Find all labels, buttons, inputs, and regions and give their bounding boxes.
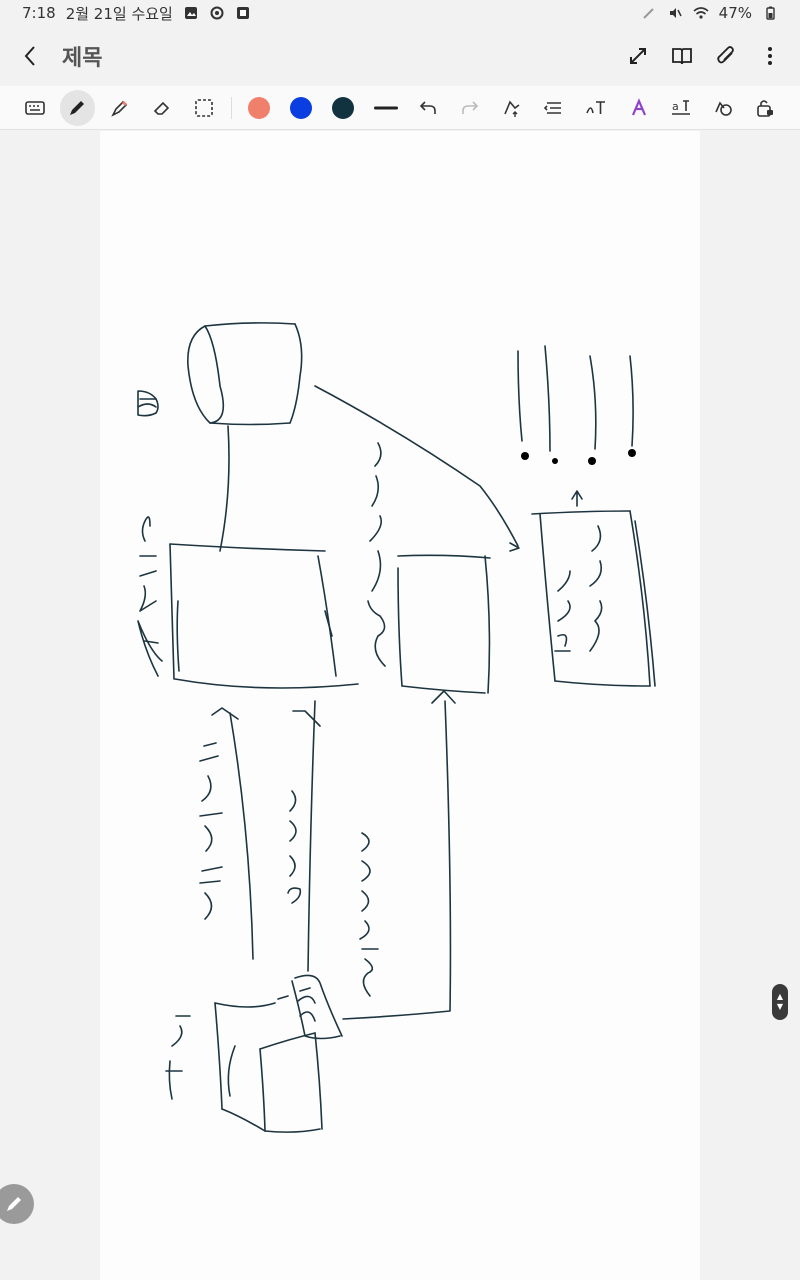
color-dot-coral bbox=[248, 96, 271, 119]
robot bbox=[277, 974, 343, 1040]
ai-pen-icon[interactable] bbox=[617, 90, 659, 126]
screenshot-icon bbox=[235, 5, 251, 21]
shape-pen-icon[interactable] bbox=[491, 90, 533, 126]
db-label bbox=[137, 390, 159, 417]
floating-pen-button[interactable] bbox=[0, 1184, 34, 1224]
color-dot-blue bbox=[290, 96, 313, 119]
korean-note-label bbox=[199, 742, 223, 920]
events-line bbox=[307, 700, 316, 972]
handwritten-diagram[interactable] bbox=[100, 131, 700, 1280]
status-right: 47% bbox=[641, 4, 778, 22]
keyboard-icon[interactable] bbox=[14, 90, 56, 126]
status-date: 2월 21일 수요일 bbox=[65, 4, 173, 23]
toolbar-divider bbox=[231, 96, 233, 119]
stroke-width-icon[interactable] bbox=[365, 90, 407, 126]
lock-icon[interactable] bbox=[744, 90, 786, 126]
db-to-analysis-arrow bbox=[314, 385, 519, 547]
streaming-server-box bbox=[397, 554, 491, 694]
shapes-icon[interactable] bbox=[702, 90, 744, 126]
device-cube bbox=[214, 1002, 323, 1133]
title-actions bbox=[626, 44, 782, 68]
stream-arrowhead bbox=[431, 690, 456, 704]
undo-icon[interactable] bbox=[407, 90, 449, 126]
text-align-icon[interactable] bbox=[533, 90, 575, 126]
db-api-line bbox=[219, 425, 230, 552]
attach-icon[interactable] bbox=[714, 44, 738, 68]
db-to-analysis-arrowhead bbox=[509, 542, 520, 552]
events-label bbox=[287, 790, 302, 904]
handwriting-text-icon[interactable] bbox=[575, 90, 617, 126]
color-dot-dark-teal bbox=[332, 96, 355, 119]
api-server-box bbox=[169, 543, 359, 689]
pen-icon bbox=[641, 5, 657, 21]
pen-tool-icon[interactable] bbox=[60, 89, 95, 126]
streaming-server-label bbox=[367, 442, 386, 667]
status-bar: 7:18 2월 21일 수요일 47% bbox=[0, 0, 800, 26]
output-lines bbox=[517, 345, 636, 465]
battery-level: 47% bbox=[718, 4, 752, 22]
redo-icon[interactable] bbox=[449, 90, 491, 126]
note-title[interactable]: 제목 bbox=[62, 46, 103, 71]
bee-analysis-box bbox=[531, 510, 656, 687]
lasso-select-icon[interactable] bbox=[183, 90, 225, 126]
analysis-up-arrow bbox=[571, 490, 583, 507]
eraser-icon[interactable] bbox=[141, 90, 183, 126]
stream-label bbox=[359, 832, 379, 997]
data-up-arrow bbox=[229, 712, 254, 960]
text-size-icon[interactable]: a bbox=[660, 90, 702, 126]
color-swatch-dark-teal[interactable] bbox=[322, 90, 364, 126]
book-view-icon[interactable] bbox=[670, 44, 694, 68]
svg-text:a: a bbox=[672, 100, 679, 113]
more-icon[interactable] bbox=[758, 44, 782, 68]
data-up-arrowhead bbox=[211, 707, 239, 720]
gallery-icon bbox=[183, 5, 199, 21]
db-cylinder bbox=[187, 322, 303, 426]
sync-icon bbox=[209, 5, 225, 21]
battery-icon bbox=[762, 5, 778, 21]
color-swatch-coral[interactable] bbox=[238, 90, 280, 126]
device-label bbox=[165, 1015, 191, 1100]
scroll-down-icon: ▼ bbox=[776, 1002, 784, 1011]
wifi-icon bbox=[693, 5, 709, 21]
api-server-label bbox=[137, 516, 163, 677]
note-page[interactable] bbox=[100, 131, 700, 1280]
events-arrowhead bbox=[292, 710, 321, 727]
floating-pen-icon bbox=[7, 1197, 21, 1211]
color-swatch-blue[interactable] bbox=[280, 90, 322, 126]
mute-icon bbox=[667, 5, 683, 21]
bee-analysis-label bbox=[554, 525, 603, 652]
highlighter-icon[interactable] bbox=[99, 90, 141, 126]
status-left: 7:18 2월 21일 수요일 bbox=[22, 3, 251, 24]
status-time: 7:18 bbox=[22, 4, 56, 22]
back-icon[interactable] bbox=[18, 44, 42, 68]
scroll-up-icon: ▲ bbox=[776, 992, 784, 1001]
title-bar: 제목 bbox=[0, 28, 800, 84]
page-scroll-handle[interactable]: ▲ ▼ bbox=[772, 984, 788, 1020]
stream-line bbox=[342, 700, 452, 1020]
expand-icon[interactable] bbox=[626, 44, 650, 68]
drawing-toolbar: a bbox=[0, 86, 800, 130]
